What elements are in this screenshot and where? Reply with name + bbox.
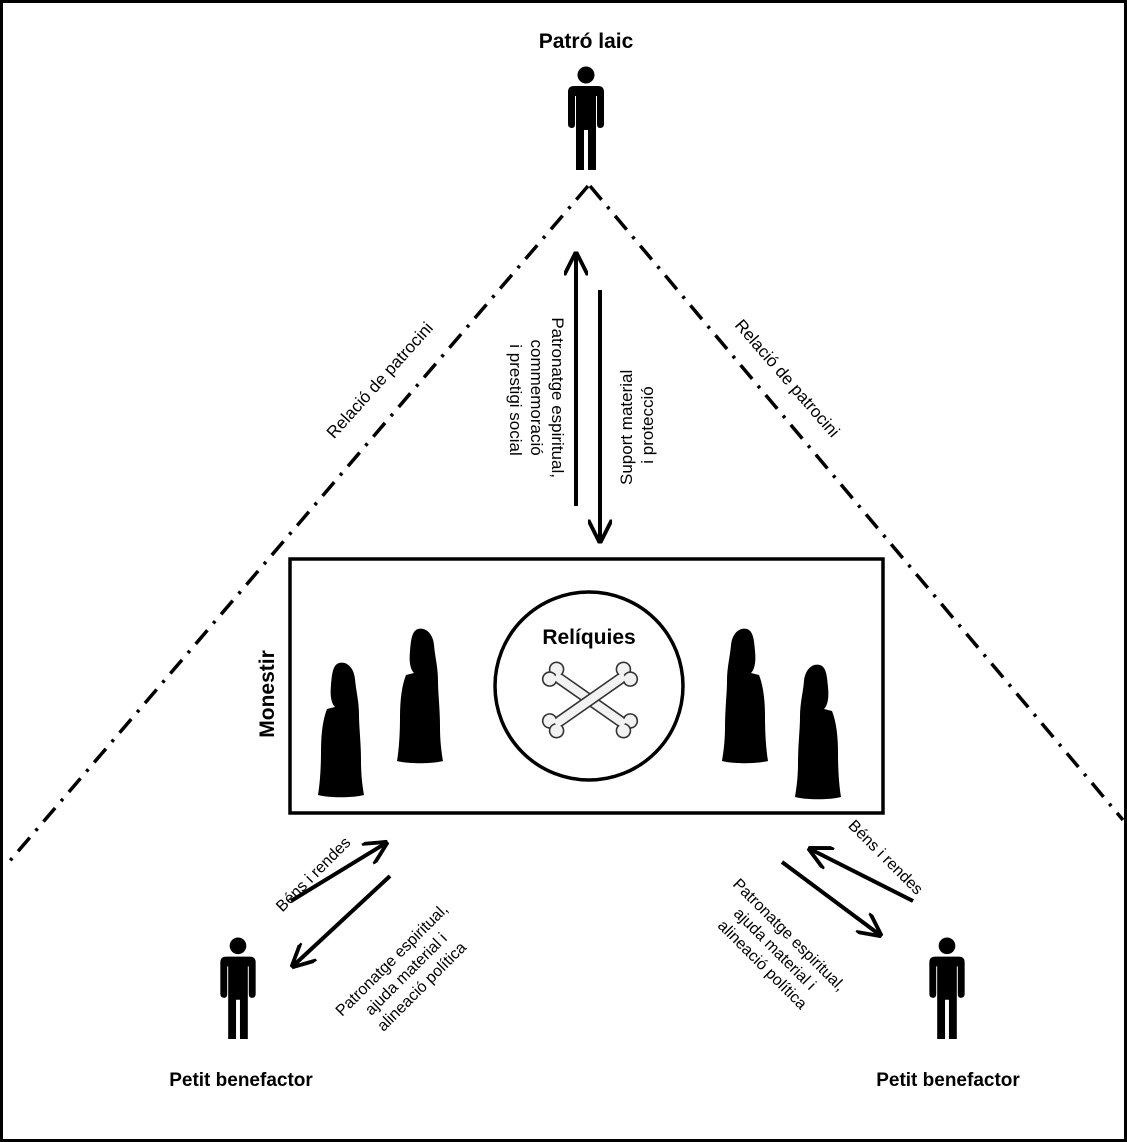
crossed-bones-icon — [541, 661, 639, 739]
patronage-line-right — [588, 184, 1125, 822]
right-benefactor-label: Petit benefactor — [876, 1070, 1020, 1091]
arrow-left-return — [293, 874, 392, 966]
flow-label-to-patron: Patronatge espiritual, commemoració i pr… — [506, 317, 567, 482]
arrow-right-goods — [810, 849, 914, 903]
relics-label: Relíquies — [542, 626, 635, 649]
relics-circle — [493, 590, 685, 782]
monastery-label: Monestir — [256, 650, 279, 738]
patronage-line-left — [6, 184, 590, 865]
arrow-right-return — [780, 860, 880, 935]
lay-patron-label: Patró laic — [539, 30, 634, 53]
arrow-left-goods — [289, 843, 386, 903]
left-benefactor-label: Petit benefactor — [169, 1070, 313, 1091]
flow-label-to-monastery: Suport material i protecció — [617, 365, 657, 485]
